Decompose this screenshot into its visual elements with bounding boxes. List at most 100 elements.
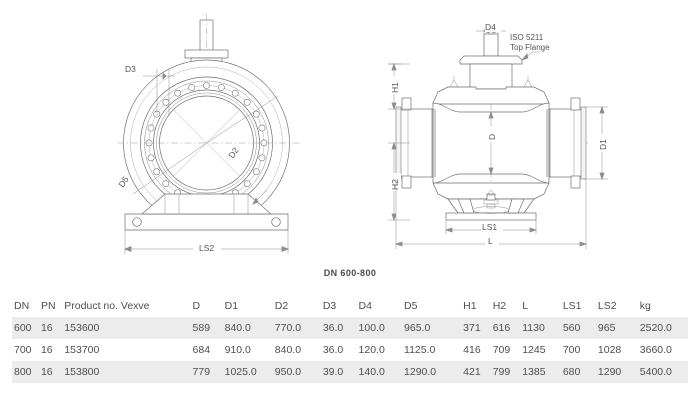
cell-kg: 5400.0 <box>637 361 688 383</box>
cell-d: 779 <box>190 361 223 383</box>
table-row: 600 16 153600 589 840.0 770.0 36.0 100.0… <box>12 317 688 339</box>
base-bolt-hole-right <box>271 217 281 227</box>
iso-5211-note: ISO 5211 Top Flange <box>510 33 550 61</box>
base-gusset-body <box>141 193 272 215</box>
d1-dimension: D1 <box>584 105 609 181</box>
iso-5211-note-line2: Top Flange <box>510 43 550 52</box>
col-header-h2: H2 <box>492 300 507 312</box>
table-body: 600 16 153600 589 840.0 770.0 36.0 100.0… <box>12 317 688 383</box>
col-header-dn: DN <box>14 300 30 312</box>
d4-label: D4 <box>485 22 496 32</box>
table-header: DN PN Product no. Vexve D D1 D2 D3 D4 D5… <box>12 296 688 317</box>
spec-table-container: DN PN Product no. Vexve D D1 D2 D3 D4 D5… <box>12 296 688 383</box>
base-bolt-hole-left <box>132 217 142 227</box>
cell-h1: 421 <box>461 361 491 383</box>
table-header-row: DN PN Product no. Vexve D D1 D2 D3 D4 D5… <box>12 296 688 317</box>
ls1-dimension: LS1 <box>444 220 538 234</box>
cell-d1: 910.0 <box>222 339 273 361</box>
col-header-ls1: LS1 <box>562 300 582 312</box>
col-header-d3: D3 <box>322 300 337 312</box>
cell-d5: 1125.0 <box>402 339 462 361</box>
body-top-shoulder <box>432 86 550 105</box>
iso-5211-top-flange <box>459 55 523 65</box>
flange-bolt-holes <box>145 82 268 204</box>
col-header-d1: D1 <box>224 300 239 312</box>
cell-kg: 3660.0 <box>637 339 688 361</box>
valve-dimensions-table: DN PN Product no. Vexve D D1 D2 D3 D4 D5… <box>12 296 688 383</box>
d2-leader-line <box>206 95 279 144</box>
l-label: L <box>488 236 493 246</box>
col-header-h1: H1 <box>463 300 477 312</box>
bottom-trunnion-detail <box>472 189 510 214</box>
col-header-d4: D4 <box>358 300 372 312</box>
base-plate <box>124 213 289 231</box>
col-header-d: D <box>192 300 201 312</box>
cell-l: 1385 <box>520 361 561 383</box>
cell-d5: 965.0 <box>402 317 462 339</box>
cell-l: 1130 <box>520 317 561 339</box>
valve-side-section-drawing: D4 ISO 5211 Top Flange <box>388 22 609 249</box>
cell-pn: 16 <box>38 339 63 361</box>
cell-d1: 1025.0 <box>222 361 273 383</box>
lifting-lug-left-top <box>401 97 412 111</box>
cell-dn: 600 <box>12 317 39 339</box>
col-header-kg: kg <box>639 300 651 312</box>
cell-d1: 840.0 <box>222 317 273 339</box>
cell-d3: 36.0 <box>320 317 357 339</box>
cell-d4: 120.0 <box>356 339 403 361</box>
cell-ls2: 1290 <box>595 361 638 383</box>
lifting-lug-right-top <box>570 97 581 111</box>
cell-d: 684 <box>190 339 223 361</box>
col-header-d2: D2 <box>274 300 289 312</box>
l-dimension: L <box>394 179 588 249</box>
h1-label: H1 <box>390 82 400 93</box>
d5-label: D5 <box>116 174 131 189</box>
cell-h1: 416 <box>461 339 491 361</box>
table-row: 800 16 153800 779 1025.0 950.0 39.0 140.… <box>12 361 688 383</box>
d5-leader-line <box>132 142 207 195</box>
lifting-lug-left-bottom <box>401 175 412 189</box>
cell-pn: 16 <box>38 361 63 383</box>
actuator-mounting-boss <box>469 63 513 90</box>
cell-h2: 616 <box>490 317 521 339</box>
cell-product-no: 153700 <box>62 339 191 361</box>
cell-d3: 39.0 <box>320 361 357 383</box>
cell-d3: 36.0 <box>320 339 357 361</box>
cell-pn: 16 <box>38 317 63 339</box>
cell-ls2: 965 <box>595 317 638 339</box>
d3-label: D3 <box>125 64 136 74</box>
ls2-label: LS2 <box>199 243 214 253</box>
right-end-flange-face <box>580 106 587 180</box>
right-pipe-end <box>548 108 585 178</box>
cell-ls2: 1028 <box>595 339 638 361</box>
figure-title: DN 600-800 <box>323 268 377 278</box>
cell-ls1: 560 <box>560 317 596 339</box>
cell-d: 589 <box>190 317 223 339</box>
h2-dimension: H2 <box>388 141 410 222</box>
valve-front-view-drawing: D2 D5 D3 <box>116 14 300 254</box>
col-header-d5: D5 <box>404 300 418 312</box>
d1-label: D1 <box>598 139 608 150</box>
d3-dimension: D3 <box>125 64 175 116</box>
cell-kg: 2520.0 <box>637 317 688 339</box>
cell-d2: 950.0 <box>272 361 321 383</box>
cell-product-no: 153800 <box>62 361 191 383</box>
ls1-label: LS1 <box>482 222 497 232</box>
cell-d4: 140.0 <box>356 361 403 383</box>
col-header-l: L <box>522 300 529 312</box>
support-leg-left <box>457 198 475 214</box>
col-header-pn: PN <box>40 300 56 312</box>
cell-d4: 100.0 <box>356 317 403 339</box>
col-header-ls2: LS2 <box>597 300 617 312</box>
cell-h2: 799 <box>490 361 521 383</box>
cell-dn: 800 <box>12 361 39 383</box>
table-row: 700 16 153700 684 910.0 840.0 36.0 120.0… <box>12 339 688 361</box>
cell-d2: 770.0 <box>272 317 321 339</box>
d-label: D <box>487 134 497 140</box>
cell-product-no: 153600 <box>62 317 191 339</box>
lifting-lug-right-bottom <box>570 175 581 189</box>
cell-ls1: 700 <box>560 339 596 361</box>
d-dimension: D <box>484 110 498 176</box>
h2-label: H2 <box>390 179 400 190</box>
col-header-product-no: Product no. Vexve <box>64 300 150 312</box>
